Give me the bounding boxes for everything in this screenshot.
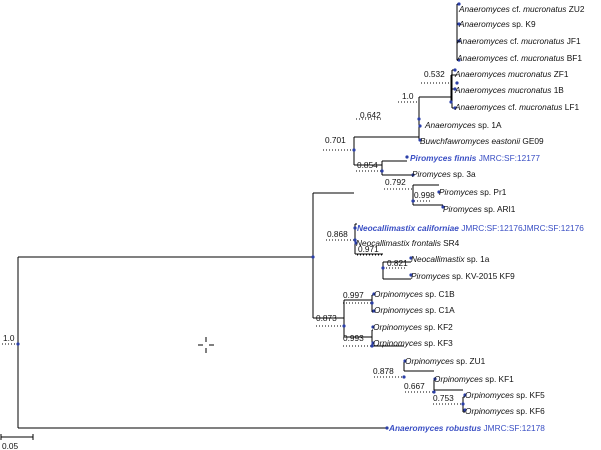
tip-label: Piromyces sp. 3a <box>412 169 476 179</box>
tree-node <box>449 100 453 104</box>
tree-node <box>370 344 374 348</box>
tree-node <box>353 238 357 242</box>
support-root: 1.0 <box>3 333 15 343</box>
tip-label: Orpinomyces sp. C1B <box>374 289 455 299</box>
tip-label: Anaeromyces sp. K9 <box>458 19 536 29</box>
support-neo-sub: 0.971 <box>358 244 379 254</box>
support-c1b-c1a: 0.997 <box>343 290 364 300</box>
tree-node <box>342 324 346 328</box>
support-values: 1.0 0.701 0.642 1.0 0.532 0.854 0.792 0.… <box>3 69 454 403</box>
tree-node <box>453 87 457 91</box>
tree-node <box>411 199 415 203</box>
tip-label: Orpinomyces sp. KF1 <box>434 374 514 384</box>
tip-label: Anaeromyces cf. mucronatus BF1 <box>456 53 582 63</box>
tip-label-highlighted: Neocallimastix californiae JMRC:SF:12176… <box>357 223 584 233</box>
tip-label-highlighted: Piromyces finnis JMRC:SF:12177 <box>410 153 540 163</box>
tree-node <box>352 148 356 152</box>
tree-node <box>457 58 461 62</box>
support-kf1-clade: 0.667 <box>404 381 425 391</box>
tree-node <box>372 309 376 313</box>
tip-label: Orpinomyces sp. KF2 <box>373 322 453 332</box>
tree-node <box>354 241 358 245</box>
tip-label: Orpinomyces sp. KF3 <box>373 338 453 348</box>
tree-node <box>403 359 407 363</box>
tree-node <box>437 190 441 194</box>
tree-node <box>353 226 357 230</box>
tip-label: Buwchfawromyces eastonii GE09 <box>420 136 544 146</box>
tree-node <box>372 292 376 296</box>
tip-label: Neocallimastix frontalis SR4 <box>356 238 460 248</box>
tree-node <box>455 81 459 85</box>
tree-node <box>370 301 374 305</box>
tip-label: Anaeromyces cf. mucronatus JF1 <box>456 36 581 46</box>
tree-node <box>385 426 389 430</box>
tree-node <box>457 39 461 43</box>
tree-node <box>409 273 413 277</box>
tip-label: Anaeromyces mucronatus ZF1 <box>454 69 569 79</box>
tip-label: Anaeromyces mucronatus 1B <box>454 85 564 95</box>
support-neocallimastix: 0.868 <box>327 229 348 239</box>
tree-branches <box>2 3 465 429</box>
tip-label: Piromyces sp. Pr1 <box>439 187 507 197</box>
tip-label: Anaeromyces cf. mucronatus LF1 <box>454 102 579 112</box>
tip-label: Neocallimastix sp. 1a <box>411 254 490 264</box>
support-ingroup: 0.701 <box>325 135 346 145</box>
tip-label: Piromyces sp. ARI1 <box>443 204 516 214</box>
tree-node <box>16 342 20 346</box>
tree-node <box>457 22 461 26</box>
support-orpinomyces: 0.873 <box>316 313 337 323</box>
support-anaeromyces-clade: 1.0 <box>402 91 414 101</box>
support-zu1-clade: 0.878 <box>373 366 394 376</box>
tree-node <box>311 255 315 259</box>
tip-label-highlighted: Anaeromyces robustus JMRC:SF:12178 <box>388 423 545 433</box>
tree-node <box>453 106 457 110</box>
tip-label: Orpinomyces sp. C1A <box>374 305 455 315</box>
tree-node <box>381 266 385 270</box>
tree-node <box>418 124 422 128</box>
tip-label: Orpinomyces sp. KF6 <box>465 406 545 416</box>
support-mucronatus: 0.532 <box>424 69 445 79</box>
tip-labels: Anaeromyces cf. mucronatus ZU2 Anaeromyc… <box>356 4 585 433</box>
support-1a-kf9: 0.821 <box>387 258 408 268</box>
tree-node <box>417 117 421 121</box>
tip-label: Orpinomyces sp. ZU1 <box>405 356 486 366</box>
tip-label: Piromyces sp. KV-2015 KF9 <box>411 271 515 281</box>
tree-node <box>463 408 467 412</box>
tip-label: Anaeromyces sp. 1A <box>424 120 502 130</box>
tree-node <box>405 155 409 159</box>
tree-node <box>409 256 413 260</box>
scale-bar-label: 0.05 <box>2 441 19 450</box>
tree-node <box>371 341 375 345</box>
support-kf5-kf6: 0.753 <box>433 393 454 403</box>
tip-label: Orpinomyces sp. KF5 <box>465 390 545 400</box>
support-anaeromyces-buwch: 0.642 <box>360 110 381 120</box>
support-piromyces-sub: 0.792 <box>385 177 406 187</box>
tip-label: Anaeromyces cf. mucronatus ZU2 <box>458 4 585 14</box>
support-pr1-ari1: 0.998 <box>414 190 435 200</box>
tree-node <box>432 390 436 394</box>
tree-node <box>457 2 461 6</box>
support-piromyces: 0.854 <box>357 160 378 170</box>
tree-node <box>441 205 445 209</box>
tree-node <box>380 169 384 173</box>
scale-bar: 0.05 <box>0 434 34 450</box>
support-kf-clade: 0.993 <box>343 333 364 343</box>
crosshair-cursor-icon <box>198 337 214 353</box>
tree-node <box>463 393 467 397</box>
tree-node <box>371 325 375 329</box>
tree-node <box>418 138 422 142</box>
tree-node <box>453 68 457 72</box>
tree-node <box>411 173 415 177</box>
tree-node <box>433 377 437 381</box>
tree-nodes <box>16 2 467 430</box>
tree-node <box>461 402 465 406</box>
tree-node <box>402 375 406 379</box>
